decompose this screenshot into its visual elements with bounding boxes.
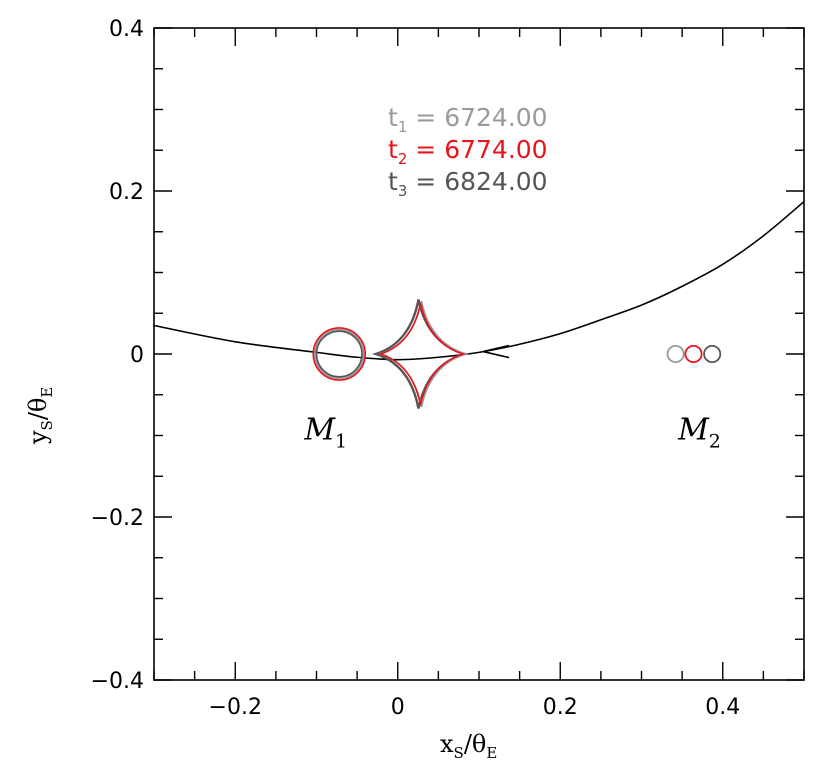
x-axis-label: xS/θE	[440, 730, 497, 762]
mass-label-m1-sub: 1	[335, 431, 347, 453]
y-tick-label: −0.4	[91, 669, 144, 694]
x-tick-label: 0.4	[705, 695, 740, 720]
planetary-caustic-1	[666, 344, 685, 364]
epoch-2-text: t2 = 6774.00	[388, 135, 548, 168]
mass-label-m2-main: M	[677, 413, 710, 448]
epoch-1-eq: =	[407, 103, 444, 132]
central-caustic-3	[315, 330, 363, 378]
x-tick-label: 0	[391, 695, 405, 720]
epoch-1-text: t1 = 6724.00	[388, 103, 548, 136]
trajectory-arrow	[482, 344, 510, 359]
y-tick-label: 0.2	[109, 180, 144, 205]
ticks-layer: −0.2 0 0.2 0.4 −0.4 −0.2 0 0.2 0.4	[91, 17, 805, 720]
y-axis-label-sub: S	[38, 420, 56, 430]
x-axis-label-sub: S	[454, 744, 464, 762]
central-caustic-2	[312, 327, 367, 381]
y-tick-label: −0.2	[91, 506, 144, 531]
central-caustic-1	[314, 328, 365, 380]
epoch-2-value: 6774.00	[444, 135, 547, 164]
source-trajectory	[153, 200, 805, 361]
epoch-2-sub: 2	[398, 150, 408, 168]
mass-label-m2: M2	[677, 413, 721, 453]
epoch-1-value: 6724.00	[444, 103, 547, 132]
planetary-caustic-3	[703, 344, 722, 364]
epoch-1-name: t	[388, 103, 398, 132]
x-axis-label-main: x	[440, 730, 454, 758]
mass-label-m2-sub: 2	[709, 431, 721, 453]
epoch-2-name: t	[388, 135, 398, 164]
x-tick-label: 0.2	[543, 695, 578, 720]
y-axis-label-main: y	[24, 430, 52, 445]
mass-label-m1: M1	[303, 413, 347, 453]
y-tick-label: 0	[130, 343, 144, 368]
epoch-3-name: t	[388, 167, 398, 196]
epoch-1-sub: 1	[398, 118, 408, 136]
resonant-caustic-3	[371, 299, 469, 409]
x-tick-label: −0.2	[209, 695, 262, 720]
curves-layer	[153, 200, 805, 409]
planetary-caustic-2	[684, 344, 703, 364]
y-tick-label: 0.4	[109, 17, 144, 42]
y-axis-label-sub2: E	[38, 387, 56, 398]
epoch-legend: t1 = 6724.00 t2 = 6774.00 t3 = 6824.00	[388, 103, 548, 200]
epoch-2-eq: =	[407, 135, 444, 164]
epoch-3-text: t3 = 6824.00	[388, 167, 548, 200]
y-axis-label-div: /θ	[24, 398, 52, 421]
x-axis-label-sub2: E	[486, 744, 497, 762]
resonant-caustic-2	[378, 302, 467, 406]
epoch-3-eq: =	[407, 167, 444, 196]
plot-frame	[153, 27, 805, 681]
y-axis-label: yS/θE	[24, 387, 56, 445]
mass-label-m1-main: M	[303, 413, 336, 448]
x-axis-label-div: /θ	[464, 730, 487, 758]
epoch-3-sub: 3	[398, 182, 408, 200]
epoch-3-value: 6824.00	[444, 167, 547, 196]
